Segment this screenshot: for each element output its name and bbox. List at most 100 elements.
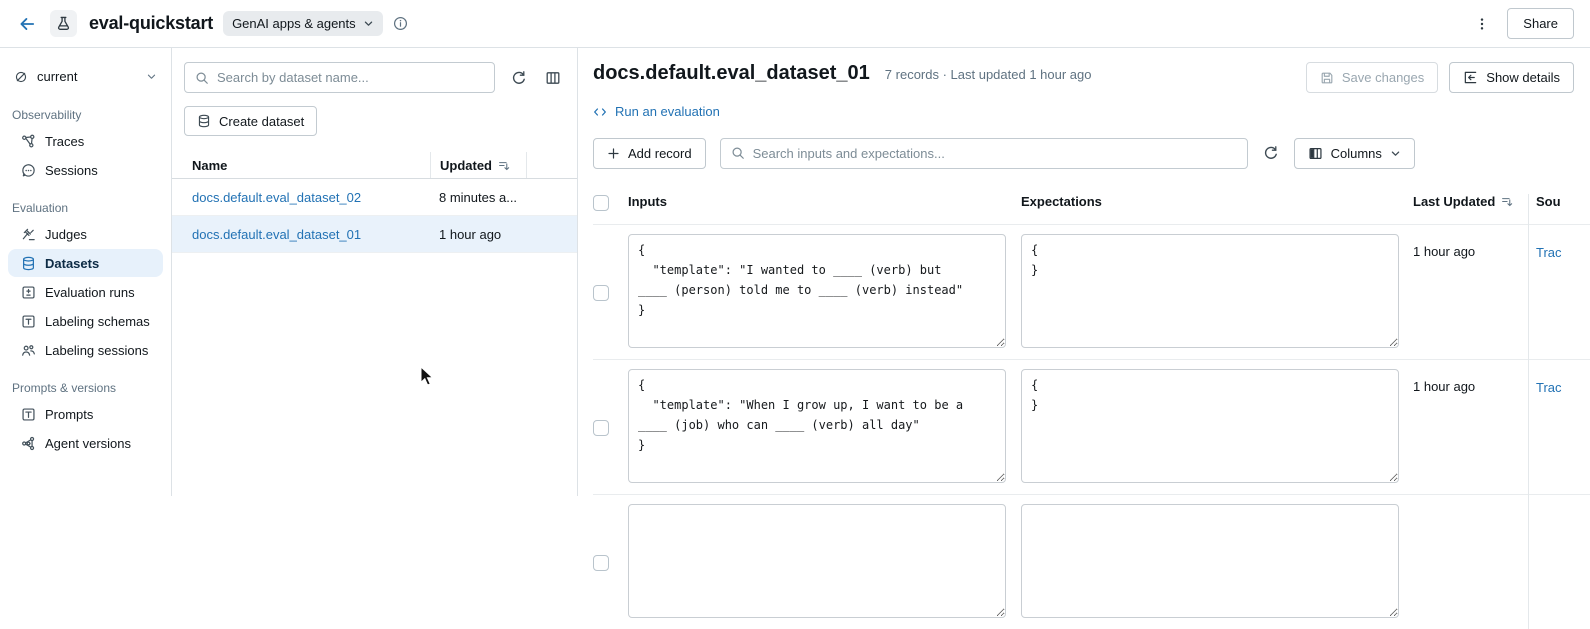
search-icon — [731, 146, 745, 160]
refresh-icon[interactable] — [1261, 143, 1281, 163]
column-header-last-updated[interactable]: Last Updated — [1409, 194, 1528, 209]
dataset-updated: 1 hour ago — [430, 227, 526, 242]
sort-descending-icon — [498, 159, 511, 172]
sidebar-item-label: Labeling sessions — [45, 343, 148, 358]
evaluation-runs-icon — [21, 285, 36, 300]
chevron-down-icon — [1390, 148, 1401, 159]
top-bar: eval-quickstart GenAI apps & agents Shar… — [0, 0, 1590, 48]
graph-icon — [21, 436, 36, 451]
record-last-updated — [1409, 504, 1528, 621]
overflow-menu-icon[interactable] — [1467, 12, 1497, 36]
sidebar-item-label: Labeling schemas — [45, 314, 150, 329]
sidebar-item-label: Evaluation runs — [45, 285, 135, 300]
sidebar-item-traces[interactable]: Traces — [8, 127, 163, 155]
sidebar-item-prompts[interactable]: Prompts — [8, 400, 163, 428]
record-expectations-textarea[interactable]: { } — [1021, 369, 1399, 483]
sidebar-item-label: Traces — [45, 134, 84, 149]
dataset-table-header: Name Updated — [172, 152, 577, 179]
create-dataset-button[interactable]: Create dataset — [184, 106, 317, 136]
record-checkbox[interactable] — [593, 420, 609, 436]
chevron-down-icon — [363, 18, 374, 29]
sidebar-item-label: Datasets — [45, 256, 99, 271]
experiment-type-label: GenAI apps & agents — [232, 16, 356, 31]
last-updated-label: Last Updated — [1413, 194, 1495, 209]
record-last-updated: 1 hour ago — [1409, 369, 1528, 486]
version-selector[interactable]: current — [8, 62, 163, 91]
experiment-beaker-icon — [50, 10, 77, 37]
sidebar-item-judges[interactable]: Judges — [8, 220, 163, 248]
eye-off-icon — [14, 70, 28, 84]
record-inputs-textarea[interactable]: { "template": "When I grow up, I want to… — [628, 369, 1006, 483]
dataset-search-box[interactable] — [184, 62, 495, 93]
column-header-name[interactable]: Name — [172, 158, 430, 173]
sort-descending-icon — [1501, 195, 1514, 208]
info-icon[interactable] — [393, 16, 408, 31]
run-evaluation-link[interactable]: Run an evaluation — [593, 104, 720, 119]
refresh-icon[interactable] — [509, 68, 529, 88]
dataset-detail-panel: docs.default.eval_dataset_01 7 records ·… — [578, 48, 1590, 496]
record-source-link[interactable]: Trac — [1536, 380, 1562, 395]
save-changes-button[interactable]: Save changes — [1306, 62, 1438, 93]
back-arrow-icon[interactable] — [14, 11, 40, 37]
add-record-button[interactable]: Add record — [593, 138, 706, 169]
dataset-search-input[interactable] — [217, 70, 484, 85]
experiment-type-badge[interactable]: GenAI apps & agents — [223, 11, 383, 36]
sidebar-item-evaluation-runs[interactable]: Evaluation runs — [8, 278, 163, 306]
version-selector-label: current — [37, 69, 77, 84]
detail-header: docs.default.eval_dataset_01 7 records ·… — [593, 62, 1590, 93]
records-table: Inputs Expectations Last Updated Sou { "… — [593, 194, 1590, 629]
show-details-button[interactable]: Show details — [1449, 62, 1574, 93]
column-header-inputs[interactable]: Inputs — [623, 194, 1016, 209]
record-source-link[interactable]: Trac — [1536, 245, 1562, 260]
sidebar-item-labeling-schemas[interactable]: Labeling schemas — [8, 307, 163, 335]
dataset-updated: 8 minutes a... — [430, 190, 526, 205]
sidebar-item-label: Prompts — [45, 407, 93, 422]
database-icon — [197, 114, 211, 128]
panel-collapse-left-icon — [1463, 70, 1478, 85]
record-checkbox[interactable] — [593, 285, 609, 301]
dataset-link[interactable]: docs.default.eval_dataset_02 — [192, 190, 361, 205]
column-header-source[interactable]: Sou — [1528, 194, 1590, 209]
sidebar-item-datasets[interactable]: Datasets — [8, 249, 163, 277]
record-inputs-textarea[interactable] — [628, 504, 1006, 618]
record-row-partial — [593, 494, 1590, 629]
text-box-icon — [21, 407, 36, 422]
record-expectations-textarea[interactable]: { } — [1021, 234, 1399, 348]
record-source — [1528, 504, 1590, 621]
record-last-updated: 1 hour ago — [1409, 234, 1528, 351]
columns-dropdown-button[interactable]: Columns — [1294, 138, 1415, 169]
dataset-title: docs.default.eval_dataset_01 — [593, 62, 870, 85]
run-evaluation-label: Run an evaluation — [615, 104, 720, 119]
save-icon — [1320, 71, 1334, 85]
column-divider — [1528, 194, 1529, 629]
sidebar-item-labeling-sessions[interactable]: Labeling sessions — [8, 336, 163, 364]
record-expectations-textarea[interactable] — [1021, 504, 1399, 618]
record-row: { "template": "When I grow up, I want to… — [593, 359, 1590, 494]
plus-icon — [607, 147, 620, 160]
records-table-header: Inputs Expectations Last Updated Sou — [593, 194, 1590, 224]
text-box-icon — [21, 314, 36, 329]
select-all-checkbox[interactable] — [593, 195, 609, 211]
dataset-list-panel: Create dataset Name Updated docs.default… — [172, 48, 578, 496]
column-header-extra — [526, 152, 577, 178]
record-inputs-textarea[interactable]: { "template": "I wanted to ____ (verb) b… — [628, 234, 1006, 348]
share-button[interactable]: Share — [1507, 8, 1574, 39]
sidebar-item-agent-versions[interactable]: Agent versions — [8, 429, 163, 457]
dataset-meta: 7 records · Last updated 1 hour ago — [885, 67, 1092, 82]
columns-icon[interactable] — [543, 68, 563, 88]
sidebar-item-sessions[interactable]: Sessions — [8, 156, 163, 184]
table-row-selected[interactable]: docs.default.eval_dataset_01 1 hour ago — [172, 216, 577, 253]
show-details-label: Show details — [1486, 70, 1560, 85]
column-header-updated[interactable]: Updated — [430, 152, 526, 178]
records-search-box[interactable] — [720, 138, 1248, 169]
records-search-input[interactable] — [753, 146, 1237, 161]
create-dataset-label: Create dataset — [219, 114, 304, 129]
code-icon — [593, 106, 607, 118]
add-record-label: Add record — [628, 146, 692, 161]
table-row[interactable]: docs.default.eval_dataset_02 8 minutes a… — [172, 179, 577, 216]
sidebar-section-evaluation: Evaluation — [12, 201, 163, 215]
dataset-list-toolbar — [172, 62, 577, 93]
column-header-expectations[interactable]: Expectations — [1016, 194, 1409, 209]
record-checkbox[interactable] — [593, 555, 609, 571]
dataset-link[interactable]: docs.default.eval_dataset_01 — [192, 227, 361, 242]
